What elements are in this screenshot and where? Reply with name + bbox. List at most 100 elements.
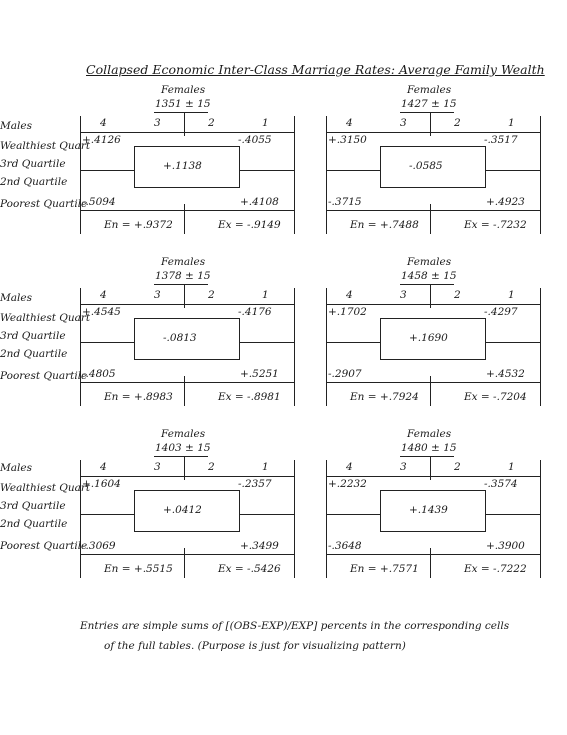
footnote-line-2: of the full tables. (Purpose is just for… <box>104 640 406 652</box>
females-label: Females <box>407 256 452 268</box>
year-label: 1458 ± 15 <box>401 270 457 282</box>
interclass-table-panel-5: Females 1403 ± 15 4 3 2 1 +.1604 -.2357 … <box>78 428 298 578</box>
left-axis-line <box>80 288 81 406</box>
row-label-wealthiest: Wealthiest Quart <box>0 482 91 494</box>
row-label-poorest: Poorest Quartile <box>0 370 88 382</box>
center-divider-line <box>184 112 185 136</box>
en-value: En = +.7488 <box>350 219 419 231</box>
cell-bottom-left-value: -.3715 <box>328 196 362 208</box>
center-value: +.1138 <box>163 160 202 172</box>
column-header-3: 3 <box>400 289 407 301</box>
cell-bottom-right-value: +.5251 <box>240 368 279 380</box>
column-header-3: 3 <box>154 289 161 301</box>
cell-top-left-value: +.4126 <box>82 134 121 146</box>
ex-value: Ex = -.5426 <box>218 563 281 575</box>
cell-bottom-left-value: -.4805 <box>82 368 116 380</box>
males-label: Males <box>0 462 32 474</box>
row-label-2nd-quartile: 2nd Quartile <box>0 348 68 360</box>
bottom-row-divider <box>326 554 541 555</box>
right-axis-line <box>540 288 541 406</box>
center-divider-line <box>184 456 185 480</box>
cell-top-right-value: -.2357 <box>238 478 272 490</box>
left-axis-line <box>326 288 327 406</box>
ex-value: Ex = -.8981 <box>218 391 281 403</box>
cell-bottom-right-value: +.3900 <box>486 540 525 552</box>
column-header-1: 1 <box>508 461 515 473</box>
cell-top-right-value: -.4176 <box>238 306 272 318</box>
row-label-wealthiest: Wealthiest Quart <box>0 140 91 152</box>
center-box <box>134 146 240 188</box>
year-underline <box>154 284 208 285</box>
top-row-divider <box>80 304 295 305</box>
footnote-line-1: Entries are simple sums of [(OBS-EXP)/EX… <box>80 620 510 632</box>
column-header-4: 4 <box>346 117 353 129</box>
top-row-divider <box>326 132 541 133</box>
center-box <box>380 146 486 188</box>
column-header-3: 3 <box>400 461 407 473</box>
column-header-1: 1 <box>262 461 269 473</box>
females-label: Females <box>161 256 206 268</box>
interclass-table-panel-6: Females 1480 ± 15 4 3 2 1 +.2232 -.3574 … <box>324 428 544 578</box>
center-divider-line <box>184 284 185 308</box>
ex-value: Ex = -.7222 <box>464 563 527 575</box>
column-header-4: 4 <box>100 117 107 129</box>
interclass-table-panel-3: Females 1378 ± 15 4 3 2 1 +.4545 -.4176 … <box>78 256 298 406</box>
cell-top-right-value: -.3574 <box>484 478 518 490</box>
en-value: En = +.7571 <box>350 563 419 575</box>
row-label-2nd-quartile: 2nd Quartile <box>0 518 68 530</box>
center-divider-line <box>430 456 431 480</box>
right-axis-line <box>540 116 541 234</box>
interclass-table-panel-4: Females 1458 ± 15 4 3 2 1 +.1702 -.4297 … <box>324 256 544 406</box>
row-label-poorest: Poorest Quartile <box>0 198 88 210</box>
cell-bottom-right-value: +.4923 <box>486 196 525 208</box>
top-row-divider <box>80 476 295 477</box>
interclass-table-panel-1: Females 1351 ± 15 4 3 2 1 +.4126 -.4055 … <box>78 84 298 234</box>
center-divider-line <box>430 284 431 308</box>
column-header-2: 2 <box>454 117 461 129</box>
cell-top-left-value: +.4545 <box>82 306 121 318</box>
row-label-3rd-quartile: 3rd Quartile <box>0 330 66 342</box>
right-axis-line <box>294 116 295 234</box>
center-divider-line <box>430 376 431 406</box>
column-header-3: 3 <box>154 461 161 473</box>
center-box <box>380 490 486 532</box>
column-header-2: 2 <box>208 289 215 301</box>
year-label: 1427 ± 15 <box>401 98 457 110</box>
column-header-1: 1 <box>508 117 515 129</box>
column-header-1: 1 <box>262 117 269 129</box>
females-label: Females <box>407 84 452 96</box>
right-axis-line <box>540 460 541 578</box>
right-axis-line <box>294 288 295 406</box>
cell-bottom-left-value: -.2907 <box>328 368 362 380</box>
cell-top-right-value: -.3517 <box>484 134 518 146</box>
ex-value: Ex = -.9149 <box>218 219 281 231</box>
top-row-divider <box>326 476 541 477</box>
column-header-4: 4 <box>100 461 107 473</box>
cell-bottom-left-value: -.3069 <box>82 540 116 552</box>
en-value: En = +.5515 <box>104 563 173 575</box>
males-label: Males <box>0 120 32 132</box>
year-underline <box>400 456 454 457</box>
column-header-1: 1 <box>508 289 515 301</box>
center-box <box>380 318 486 360</box>
cell-bottom-right-value: +.4108 <box>240 196 279 208</box>
row-label-wealthiest: Wealthiest Quart <box>0 312 91 324</box>
year-label: 1351 ± 15 <box>155 98 211 110</box>
row-label-3rd-quartile: 3rd Quartile <box>0 158 66 170</box>
year-label: 1378 ± 15 <box>155 270 211 282</box>
row-label-poorest: Poorest Quartile <box>0 540 88 552</box>
year-underline <box>400 284 454 285</box>
right-axis-line <box>294 460 295 578</box>
left-axis-line <box>326 460 327 578</box>
cell-bottom-left-value: -.5094 <box>82 196 116 208</box>
females-label: Females <box>161 84 206 96</box>
year-underline <box>400 112 454 113</box>
bottom-row-divider <box>80 554 295 555</box>
en-value: En = +.9372 <box>104 219 173 231</box>
en-value: En = +.7924 <box>350 391 419 403</box>
top-row-divider <box>80 132 295 133</box>
column-header-3: 3 <box>400 117 407 129</box>
interclass-table-panel-2: Females 1427 ± 15 4 3 2 1 +.3150 -.3517 … <box>324 84 544 234</box>
center-value: +.1690 <box>409 332 448 344</box>
center-value: +.1439 <box>409 504 448 516</box>
